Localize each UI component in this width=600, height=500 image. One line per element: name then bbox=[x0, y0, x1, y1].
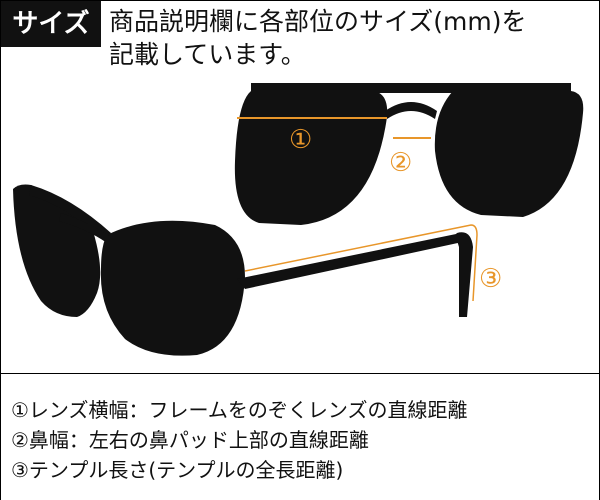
size-badge: サイズ bbox=[1, 1, 101, 47]
temple-length-line bbox=[244, 224, 478, 302]
header-line-2: 記載しています。 bbox=[109, 40, 306, 69]
temple-arm bbox=[237, 233, 467, 289]
marker-1: ① bbox=[289, 125, 312, 155]
header-line-1: 商品説明欄に各部位のサイズ(mm)を bbox=[109, 7, 527, 36]
front-right-lens bbox=[434, 91, 584, 217]
front-bridge bbox=[385, 102, 437, 119]
front-left-lens bbox=[234, 91, 388, 225]
side-view-sunglasses: ③ bbox=[13, 184, 502, 356]
sunglasses-illustration: ① ② ③ bbox=[13, 83, 584, 356]
side-bridge bbox=[59, 213, 111, 243]
header-text: 商品説明欄に各部位のサイズ(mm)を 記載しています。 bbox=[109, 5, 595, 71]
legend-item-temple-length: ③テンプル長さ(テンプルの全長距離) bbox=[11, 458, 344, 482]
temple-tip bbox=[453, 232, 473, 317]
legend-item-lens-width: ①レンズ横幅：フレームをのぞくレンズの直線距離 bbox=[11, 398, 468, 422]
marker-3: ③ bbox=[479, 264, 502, 294]
front-top-bar bbox=[251, 83, 571, 93]
marker-2: ② bbox=[389, 148, 412, 178]
legend-item-nose-width: ②鼻幅：左右の鼻パッド上部の直線距離 bbox=[11, 428, 369, 452]
side-right-lens bbox=[100, 220, 245, 356]
front-view-sunglasses: ① ② bbox=[234, 83, 584, 225]
legend-box: ①レンズ横幅：フレームをのぞくレンズの直線距離 ②鼻幅：左右の鼻パッド上部の直線… bbox=[1, 373, 599, 500]
